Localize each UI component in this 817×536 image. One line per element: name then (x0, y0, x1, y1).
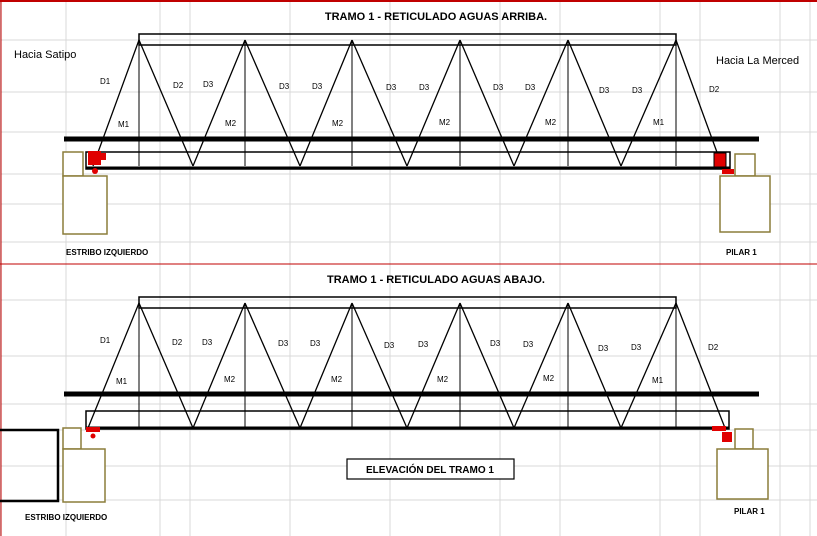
downstream-title: TRAMO 1 - RETICULADO AGUAS ABAJO. (327, 274, 545, 286)
upstream-chord-label: M1 (653, 118, 665, 127)
direction-right-label: Hacia La Merced (716, 55, 799, 67)
downstream-right-pier-cap (734, 428, 754, 450)
downstream-right-pier (716, 448, 769, 500)
downstream-end-diagonal (675, 302, 726, 429)
downstream-diagonal (459, 302, 515, 429)
downstream-end-diagonal (87, 302, 140, 429)
upstream-diagonal-label: D3 (493, 83, 504, 92)
downstream-right-support-label: PILAR 1 (734, 507, 765, 516)
downstream-diagonal-label: D3 (490, 339, 501, 348)
upstream-diagonal (620, 39, 677, 167)
downstream-left-support-label: ESTRIBO IZQUIERDO (25, 513, 107, 522)
upstream-diagonal (138, 39, 194, 167)
downstream-diagonal (620, 302, 677, 429)
direction-left-label: Hacia Satipo (14, 49, 76, 61)
downstream-diagonal-label: D3 (631, 343, 642, 352)
downstream-diagonal (138, 302, 194, 429)
downstream-diagonal-label: D2 (172, 338, 183, 347)
upstream-left-abutment-cap (62, 151, 84, 177)
downstream-chord-label: M2 (331, 375, 343, 384)
upstream-chord-label: M2 (439, 118, 451, 127)
downstream-diagonal (244, 302, 301, 429)
upstream-left-abutment (62, 175, 108, 235)
upstream-top-chord (138, 33, 677, 46)
upstream-diagonal-label: D1 (100, 77, 111, 86)
downstream-diagonal (351, 302, 408, 429)
upstream-left-bearing (88, 151, 101, 165)
downstream-diagonal-label: D3 (202, 338, 213, 347)
upstream-diagonal (192, 39, 246, 167)
downstream-left-bearing (86, 427, 100, 432)
downstream-chord-label: M2 (543, 374, 555, 383)
downstream-diagonal (406, 302, 461, 429)
upstream-diagonal-label: D3 (312, 82, 323, 91)
upstream-diagonal-label: D3 (279, 82, 290, 91)
upstream-chord-label: M2 (332, 119, 344, 128)
upstream-diagonal (351, 39, 408, 167)
upstream-right-pier (719, 175, 771, 233)
downstream-chord-label: M1 (652, 376, 664, 385)
downstream-chord-label: M1 (116, 377, 128, 386)
upstream-bottom-chord (85, 151, 731, 170)
downstream-left-abutment-cap (62, 427, 82, 450)
upstream-chord-label: M1 (118, 120, 130, 129)
downstream-diagonal (192, 302, 246, 429)
upstream-left-support-label: ESTRIBO IZQUIERDO (66, 248, 148, 257)
upstream-right-support-label: PILAR 1 (726, 248, 757, 257)
downstream-diagonal-label: D3 (278, 339, 289, 348)
upstream-diagonal-label: D2 (173, 81, 184, 90)
upstream-title: TRAMO 1 - RETICULADO AGUAS ARRIBA. (325, 11, 547, 23)
downstream-diagonal (299, 302, 353, 429)
upstream-diagonal-label: D3 (203, 80, 214, 89)
upstream-diagonal (567, 39, 622, 167)
downstream-diagonal-label: D2 (708, 343, 719, 352)
left-black-frame (0, 428, 60, 503)
upstream-diagonal-label: D3 (632, 86, 643, 95)
downstream-diagonal-label: D3 (310, 339, 321, 348)
upstream-chord-label: M2 (545, 118, 557, 127)
upstream-end-diagonal (675, 39, 723, 167)
upstream-diagonal (406, 39, 461, 167)
downstream-top-chord (138, 296, 677, 309)
upstream-chord-label: M2 (225, 119, 237, 128)
downstream-diagonal-label: D3 (523, 340, 534, 349)
downstream-chord-label: M2 (437, 375, 449, 384)
upstream-diagonal-label: D2 (709, 85, 720, 94)
upstream-right-pier-cap (734, 153, 756, 177)
downstream-diagonal (567, 302, 622, 429)
upstream-right-bearing (713, 152, 727, 168)
upstream-diagonal-label: D3 (599, 86, 610, 95)
elevation-box (346, 458, 515, 480)
upstream-end-diagonal (92, 39, 140, 167)
elevation-label: ELEVACIÓN DEL TRAMO 1 (366, 463, 494, 476)
upstream-diagonal-label: D3 (525, 83, 536, 92)
downstream-left-abutment (62, 448, 106, 503)
downstream-right-bearing (712, 426, 726, 431)
upstream-diagonal (299, 39, 353, 167)
downstream-diagonal-label: D3 (418, 340, 429, 349)
downstream-diagonal-label: D3 (598, 344, 609, 353)
upstream-diagonal-label: D3 (419, 83, 430, 92)
upstream-diagonal (513, 39, 569, 167)
downstream-chord-label: M2 (224, 375, 236, 384)
upstream-diagonal (459, 39, 515, 167)
upstream-diagonal-label: D3 (386, 83, 397, 92)
downstream-diagonal (513, 302, 569, 429)
downstream-diagonal-label: D1 (100, 336, 111, 345)
downstream-diagonal-label: D3 (384, 341, 395, 350)
upstream-diagonal (244, 39, 301, 167)
